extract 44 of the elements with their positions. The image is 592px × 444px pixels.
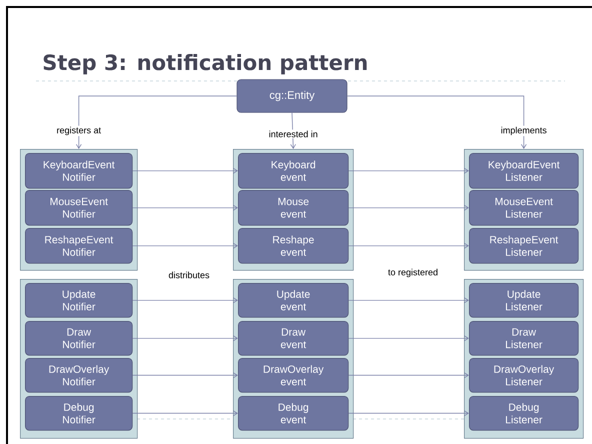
edge-label: registers at — [56, 126, 102, 136]
arrow — [346, 96, 527, 149]
event-box: KeyboardEvent Listener — [469, 152, 579, 189]
arrow — [348, 204, 469, 211]
arrow — [132, 335, 238, 342]
event-box: Draw Notifier — [25, 321, 133, 356]
arrow — [132, 372, 238, 378]
event-box: Reshape event — [238, 228, 349, 264]
arrow — [348, 372, 469, 378]
event-box: Debug event — [238, 396, 349, 431]
arrow — [132, 242, 238, 249]
class-box: cg::Entity — [236, 79, 348, 113]
event-box: MouseEvent Notifier — [25, 190, 133, 226]
note-label: to registered — [388, 268, 438, 278]
event-box: Debug Listener — [469, 396, 579, 431]
arrow — [348, 410, 469, 416]
note-label: distributes — [168, 272, 210, 278]
event-box: ReshapeEvent Notifier — [25, 228, 133, 264]
event-box: MouseEvent Listener — [469, 190, 579, 226]
event-box: Update Notifier — [25, 282, 133, 318]
event-box: ReshapeEvent Listener — [469, 228, 579, 264]
event-box: Draw Listener — [469, 321, 579, 356]
event-box: Debug Notifier — [25, 396, 133, 431]
event-box: DrawOverlay Notifier — [25, 358, 133, 393]
arrow — [348, 168, 469, 174]
arrow — [76, 96, 238, 149]
arrow — [348, 335, 469, 342]
event-box: Mouse event — [238, 190, 349, 226]
event-box: Update event — [238, 282, 349, 318]
edge-label: interested in — [268, 130, 319, 138]
arrow — [132, 297, 238, 304]
arrow — [132, 168, 238, 174]
arrow — [132, 410, 238, 416]
edge-label: implements — [500, 126, 548, 136]
event-box: DrawOverlay event — [238, 358, 349, 393]
event-box: Update Listener — [469, 282, 579, 318]
event-box: KeyboardEvent Notifier — [25, 152, 133, 189]
arrow — [348, 297, 469, 304]
arrow — [348, 242, 469, 249]
event-box: DrawOverlay Listener — [469, 358, 579, 393]
slide-title: Step 3: notification pattern — [44, 54, 367, 74]
event-box: Keyboard event — [238, 152, 349, 189]
arrow — [132, 204, 238, 211]
event-box: Draw event — [238, 321, 349, 356]
